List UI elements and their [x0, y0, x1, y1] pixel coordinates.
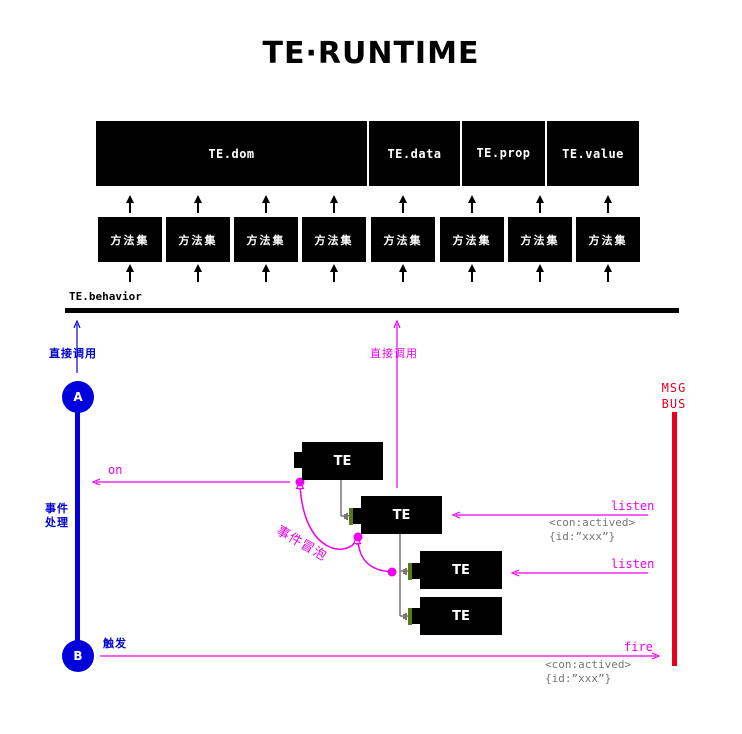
event-handle-line1: 事件 — [45, 502, 69, 515]
node-b: B — [62, 640, 94, 672]
event-handle-line2: 处理 — [45, 516, 69, 529]
direct-call-center-label: 直接调用 — [370, 347, 418, 360]
msg-bus-line2: BUS — [661, 397, 687, 411]
te-box-tab — [353, 508, 363, 524]
method-box: 方法集 — [234, 217, 298, 262]
fire-detail-line2: {id:”xxx”} — [545, 672, 612, 685]
block-te-prop: TE.prop — [462, 121, 545, 186]
method-box: 方法集 — [302, 217, 366, 262]
diagram-title: TE·RUNTIME — [262, 36, 480, 71]
listen-label-2: listen — [611, 557, 655, 571]
listen-detail-1-line2: {id:”xxx”} — [549, 530, 616, 543]
msg-bus-label: MSG BUS — [657, 380, 691, 412]
fire-label: fire — [624, 640, 653, 654]
te-box-child: TE — [420, 551, 502, 589]
method-box: 方法集 — [440, 217, 504, 262]
direct-call-left-label: 直接调用 — [49, 347, 97, 360]
te-box-tab — [294, 452, 304, 468]
listen-label-1: listen — [611, 499, 655, 513]
te-box-child: TE — [420, 597, 502, 635]
block-te-data: TE.data — [369, 121, 460, 186]
method-box: 方法集 — [576, 217, 640, 262]
listen-detail-1-line1: <con:actived> — [549, 516, 636, 529]
fire-detail-line1: <con:actived> — [545, 658, 632, 671]
behavior-label: TE.behavior — [69, 290, 142, 303]
listen-detail-1: <con:actived> {id:”xxx”} — [549, 516, 635, 544]
te-box-tab — [412, 563, 422, 579]
method-box: 方法集 — [371, 217, 435, 262]
msg-bus-line1: MSG — [661, 381, 687, 395]
method-box: 方法集 — [508, 217, 572, 262]
te-box-parent: TE — [302, 442, 383, 480]
up-arrows-upper — [126, 195, 612, 213]
event-handle-label: 事件 处理 — [45, 502, 69, 530]
node-a: A — [62, 381, 94, 413]
fire-detail: <con:actived> {id:”xxx”} — [545, 658, 631, 686]
te-box-middle: TE — [361, 496, 442, 534]
up-arrows-lower — [126, 264, 612, 282]
method-box: 方法集 — [166, 217, 230, 262]
on-label: on — [108, 463, 123, 477]
method-box: 方法集 — [98, 217, 162, 262]
trigger-label: 触发 — [103, 637, 127, 650]
block-te-value: TE.value — [547, 121, 639, 186]
te-box-tab — [412, 608, 422, 624]
block-te-dom: TE.dom — [96, 121, 367, 186]
